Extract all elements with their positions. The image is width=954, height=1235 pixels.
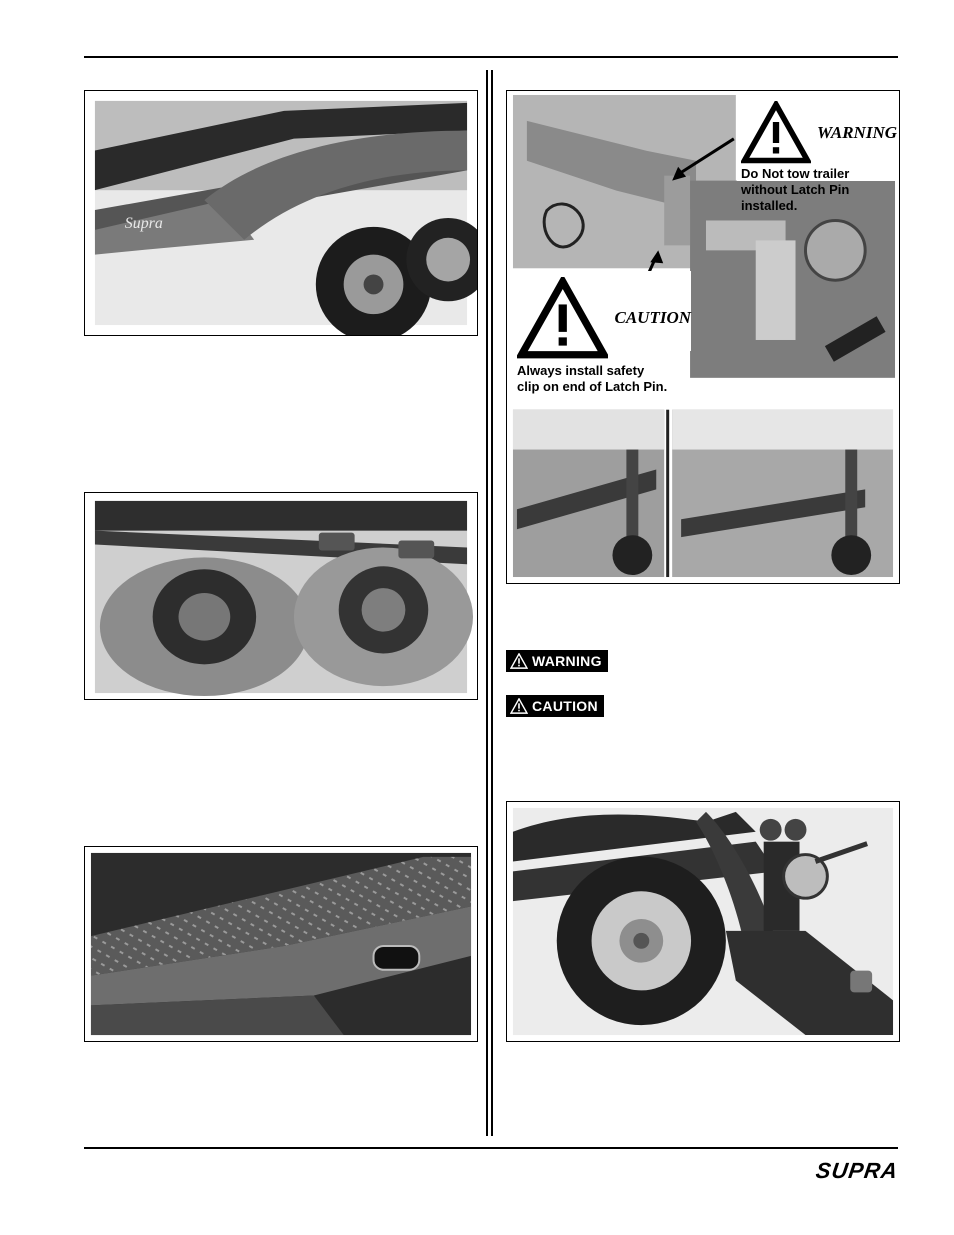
caution-callout-title: CAUTION <box>614 308 691 328</box>
column-divider-right <box>491 70 493 1136</box>
footer-rule <box>84 1147 898 1149</box>
column-divider-left <box>486 70 488 1136</box>
warning-badge: WARNING <box>506 650 608 672</box>
warning-callout-title: WARNING <box>817 122 897 142</box>
fender-wheels-photo: Supra <box>84 90 478 336</box>
latch-pin-photo: WARNING Do Not tow trailer without Latch… <box>506 90 900 584</box>
caution-badge: CAUTION <box>506 695 604 717</box>
warning-callout: WARNING Do Not tow trailer without Latch… <box>737 95 897 213</box>
axle-brake-photo <box>84 492 478 700</box>
supra-logo: SUPRA <box>814 1158 900 1183</box>
warning-triangle-icon <box>510 653 528 669</box>
caution-callout-text: Always install safety clip on end of Lat… <box>517 363 668 395</box>
header-rule <box>84 56 898 58</box>
caution-triangle-icon <box>510 698 528 714</box>
caution-triangle-icon <box>517 277 609 359</box>
caution-badge-label: CAUTION <box>532 698 598 714</box>
warning-badge-label: WARNING <box>532 653 602 669</box>
svg-text:Supra: Supra <box>125 215 163 232</box>
caution-callout: CAUTION Always install safety clip on en… <box>513 271 691 394</box>
warning-callout-text: Do Not tow trailer without Latch Pin ins… <box>741 166 850 213</box>
fender-step-photo <box>84 846 478 1042</box>
spare-tire-photo <box>506 801 900 1042</box>
warning-triangle-icon <box>741 101 812 164</box>
